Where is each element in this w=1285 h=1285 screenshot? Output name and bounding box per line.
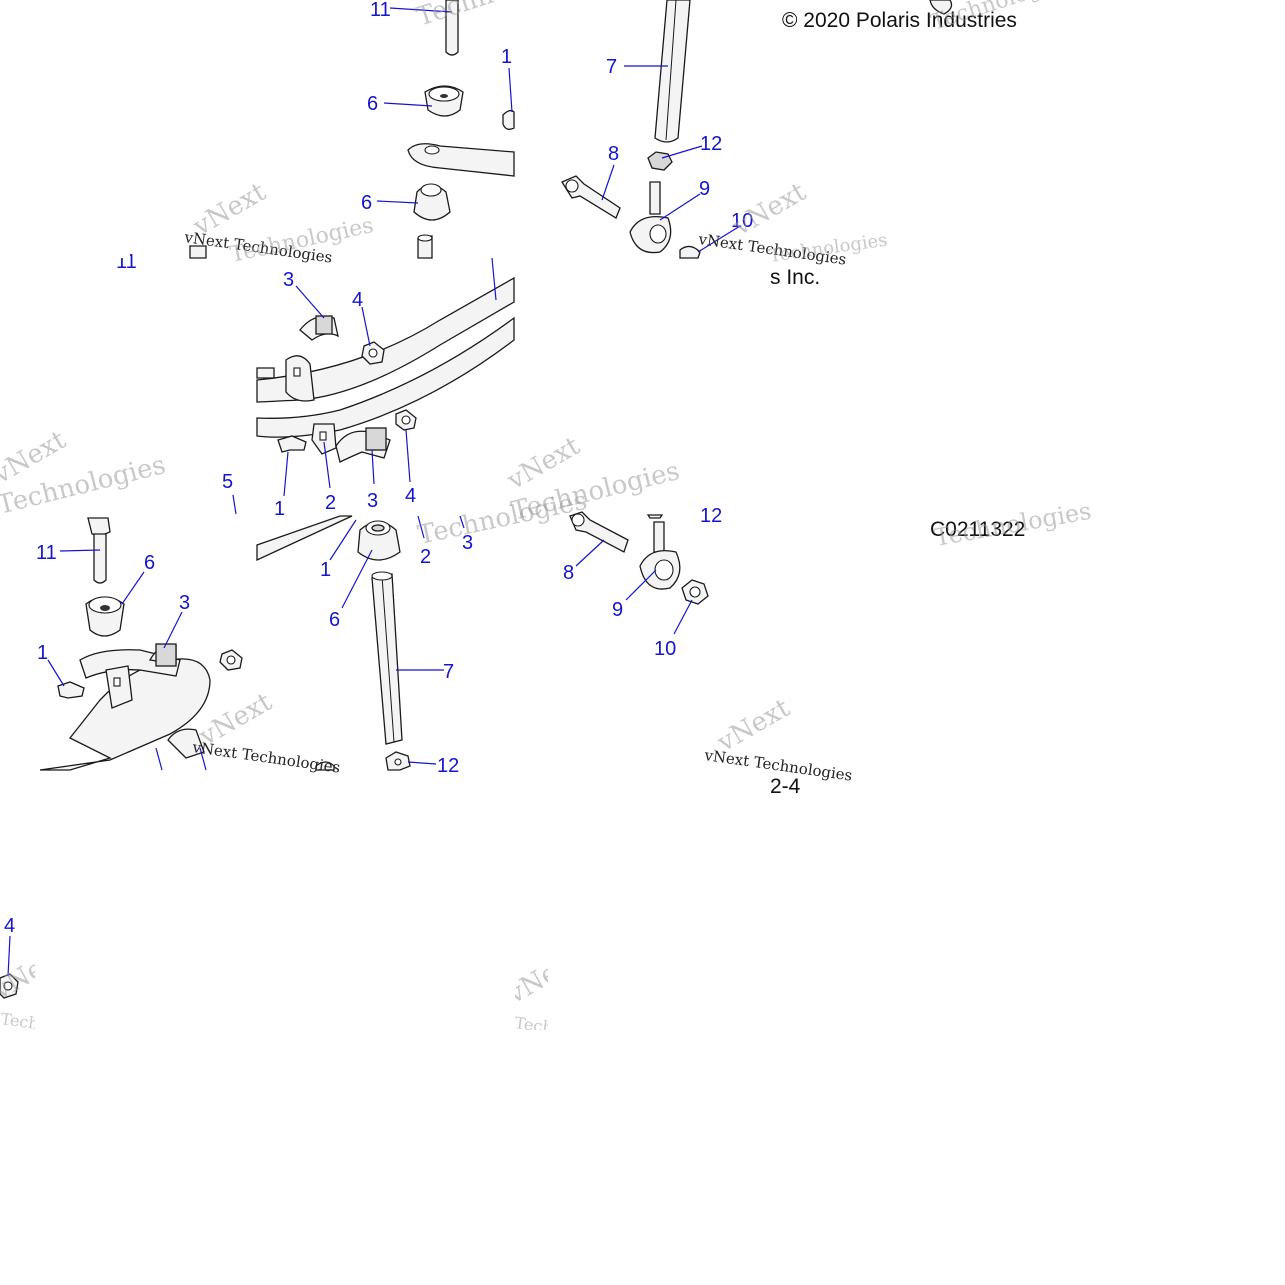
callout-d4: 3	[179, 592, 190, 614]
watermark-vnext-2: vNext	[728, 177, 812, 243]
callout-d2: 11	[36, 542, 57, 564]
callout-d5: 1	[37, 642, 48, 664]
bolt-1-d	[57, 681, 85, 699]
nut-4-upper	[361, 341, 385, 365]
stabilizer-bar-upper	[256, 276, 515, 403]
bolt-8-f	[569, 511, 629, 553]
bolt-1	[277, 435, 307, 453]
watermark-technologies-1: Technologies	[413, 0, 586, 33]
callout-g1: 4	[4, 915, 15, 937]
callout-d1: 5	[222, 471, 233, 493]
nut-12-partial	[646, 514, 664, 519]
watermark-line-3: vNext Technologies	[190, 738, 341, 777]
callout-a4: 1	[501, 46, 512, 68]
callout-c3: 1	[274, 498, 285, 520]
nut-12	[647, 151, 673, 171]
bushing-6-upper	[424, 85, 464, 117]
tile-a: 11 6 6 1 11	[116, 0, 515, 273]
callout-e5: 2	[420, 546, 431, 568]
callout-c1: 3	[283, 269, 294, 291]
nut-4-lower	[395, 409, 417, 431]
callout-c2: 4	[352, 289, 363, 311]
copyright-fragment: s Inc.	[770, 266, 820, 289]
tile-c: 3 4 1 2 3 4	[256, 257, 515, 520]
nut-10-partial	[679, 245, 701, 259]
callout-f4: 12	[700, 505, 722, 527]
tile-b: 7 8 12 9 10 © 2020 Polaris Industries	[561, 0, 1017, 259]
callout-a2: 6	[367, 93, 378, 115]
bracket-hole	[424, 145, 440, 155]
callout-c6: 4	[405, 485, 416, 507]
callout-f1: 8	[563, 562, 574, 584]
callout-f3: 10	[654, 638, 676, 660]
bushing-6-lower	[413, 183, 451, 221]
bolt-11-shaft	[445, 0, 459, 56]
callout-d3: 6	[144, 552, 155, 574]
callout-c4: 2	[325, 492, 336, 514]
nut-12-e	[385, 751, 411, 771]
bolt-head-edge	[189, 245, 207, 259]
bolt-11	[87, 517, 111, 584]
clamp-3-lower	[311, 423, 391, 463]
tile-d: 11 6 3 1	[36, 517, 243, 771]
clamp-lower-d	[167, 728, 205, 759]
figure-code: C0211322	[930, 518, 1025, 541]
rod-end-9-f	[639, 521, 681, 590]
nut-edge-e	[315, 761, 335, 771]
washer-top	[929, 0, 953, 15]
nut-10-f	[681, 579, 709, 605]
bushing-6-e	[357, 520, 401, 561]
rod-7-e	[371, 571, 403, 745]
callout-a1: 11	[370, 0, 391, 21]
clamp-3-upper	[285, 315, 339, 402]
copyright-text: © 2020 Polaris Industries	[782, 9, 1017, 32]
callout-b2: 8	[608, 143, 619, 165]
callout-e1: 1	[320, 559, 331, 581]
callout-b5: 10	[731, 210, 753, 232]
callout-e4: 12	[437, 755, 459, 777]
clamp-3-d	[105, 643, 177, 709]
page-number-fragment: 2-4	[770, 775, 801, 798]
rod-end-9	[629, 181, 672, 254]
callout-e3: 7	[443, 661, 454, 683]
tile-f: 8 9 10 12	[563, 505, 722, 660]
callout-b1: 7	[606, 56, 617, 78]
callout-a3: 6	[361, 192, 372, 214]
bushing-6	[85, 596, 125, 637]
bar-segment	[256, 515, 353, 562]
nut-edge	[502, 109, 515, 130]
tile-e: 1 6 7 12 2 3	[256, 515, 473, 777]
bracket-arm	[407, 143, 515, 177]
callout-e6: 3	[462, 532, 473, 554]
callout-e2: 6	[329, 609, 340, 631]
watermark-technologies-7: Technologies	[415, 486, 590, 551]
rod-7	[654, 0, 691, 143]
callout-b3: 12	[700, 133, 722, 155]
bolt-8	[561, 175, 621, 219]
callout-b4: 9	[699, 178, 710, 200]
callout-f2: 9	[612, 599, 623, 621]
tile-g: 4	[0, 915, 19, 999]
callout-c5: 3	[367, 490, 378, 512]
bolt-edge	[256, 367, 275, 379]
